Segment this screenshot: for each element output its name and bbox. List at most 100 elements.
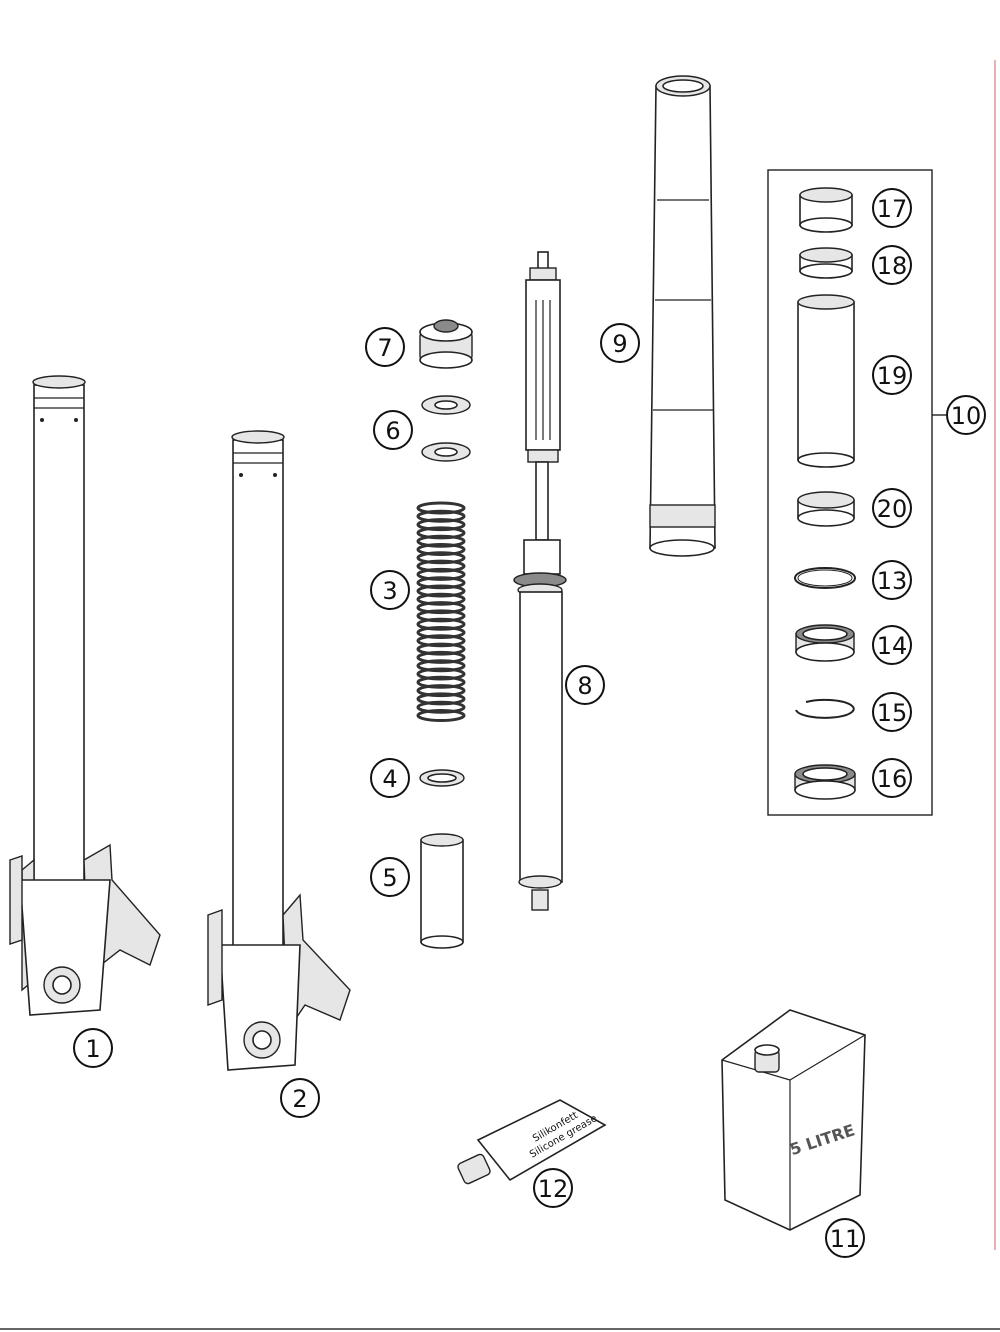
oil-canister-11: 5 LITRE bbox=[721, 1009, 866, 1231]
spring-coil bbox=[416, 617, 466, 631]
spring-coil bbox=[416, 559, 466, 573]
callout-circle bbox=[370, 758, 410, 798]
ring-4 bbox=[419, 769, 465, 787]
callout-circle bbox=[872, 355, 912, 395]
callout-circle bbox=[872, 245, 912, 285]
top-cap-7 bbox=[419, 319, 473, 369]
spring-coil bbox=[416, 659, 466, 673]
callout-number: 20 bbox=[877, 495, 908, 523]
callout-1: 1 bbox=[73, 1028, 113, 1068]
callout-number: 4 bbox=[382, 765, 397, 793]
callout-circle bbox=[373, 410, 413, 450]
callout-circle bbox=[872, 692, 912, 732]
spring-coil bbox=[416, 584, 466, 598]
callout-16: 16 bbox=[872, 758, 912, 798]
spring-coil bbox=[416, 501, 466, 515]
callout-number: 17 bbox=[877, 195, 908, 223]
spring-coil bbox=[416, 509, 466, 523]
callout-circle bbox=[872, 560, 912, 600]
callout-14: 14 bbox=[872, 625, 912, 665]
seal-14 bbox=[795, 624, 855, 662]
grease-tube-12: Silikonfett Silicone grease bbox=[457, 1099, 607, 1185]
spring-coil bbox=[416, 667, 466, 681]
callout-number: 14 bbox=[877, 632, 908, 660]
callout-number: 6 bbox=[385, 417, 400, 445]
kit-bracket-10 bbox=[767, 169, 933, 816]
spring-coil bbox=[416, 634, 466, 648]
callout-number: 5 bbox=[382, 864, 397, 892]
callout-13: 13 bbox=[872, 560, 912, 600]
spring-coil bbox=[416, 601, 466, 615]
callout-number: 18 bbox=[877, 252, 908, 280]
o-ring-13 bbox=[794, 567, 856, 589]
callout-circle bbox=[872, 188, 912, 228]
fork-leg-2 bbox=[207, 430, 351, 1071]
callout-circle bbox=[533, 1168, 573, 1208]
spring-coil bbox=[416, 567, 466, 581]
sleeve-19 bbox=[797, 294, 855, 468]
callout-circle bbox=[872, 758, 912, 798]
callout-circle bbox=[73, 1028, 113, 1068]
spring-coil bbox=[416, 592, 466, 606]
callout-circle bbox=[825, 1218, 865, 1258]
callout-number: 12 bbox=[538, 1175, 569, 1203]
spring-coil bbox=[416, 675, 466, 689]
callout-10: 10 bbox=[946, 395, 986, 435]
bushing-17 bbox=[799, 187, 853, 233]
callout-11: 11 bbox=[825, 1218, 865, 1258]
callout-circle bbox=[872, 625, 912, 665]
callout-3: 3 bbox=[370, 570, 410, 610]
callout-5: 5 bbox=[370, 857, 410, 897]
callout-7: 7 bbox=[365, 327, 405, 367]
spring-3 bbox=[416, 501, 466, 722]
spring-coil bbox=[416, 700, 466, 714]
callout-2: 2 bbox=[280, 1078, 320, 1118]
callout-number: 8 bbox=[577, 672, 592, 700]
callout-circle bbox=[370, 570, 410, 610]
callout-circle bbox=[946, 395, 986, 435]
callout-20: 20 bbox=[872, 488, 912, 528]
callout-number: 10 bbox=[951, 402, 982, 430]
cartridge-8 bbox=[513, 251, 567, 911]
spring-coil bbox=[416, 551, 466, 565]
callout-number: 19 bbox=[877, 362, 908, 390]
spring-coil bbox=[416, 692, 466, 706]
callout-number: 11 bbox=[830, 1225, 861, 1253]
callout-number: 1 bbox=[85, 1035, 100, 1063]
spring-coil bbox=[416, 650, 466, 664]
callout-9: 9 bbox=[600, 323, 640, 363]
callout-circle bbox=[565, 665, 605, 705]
callout-number: 3 bbox=[382, 577, 397, 605]
spring-coil bbox=[416, 526, 466, 540]
spring-coil bbox=[416, 609, 466, 623]
callout-number: 15 bbox=[877, 699, 908, 727]
callout-12: 12 bbox=[533, 1168, 573, 1208]
circlip-15 bbox=[795, 698, 855, 719]
callout-circle bbox=[365, 327, 405, 367]
spring-coil bbox=[416, 518, 466, 532]
callout-circle bbox=[872, 488, 912, 528]
spring-coil bbox=[416, 626, 466, 639]
spring-coil bbox=[416, 543, 466, 556]
callout-circle bbox=[370, 857, 410, 897]
callout-number: 2 bbox=[292, 1085, 307, 1113]
callout-8: 8 bbox=[565, 665, 605, 705]
callout-4: 4 bbox=[370, 758, 410, 798]
bushing-20 bbox=[797, 491, 855, 527]
callout-circle bbox=[280, 1078, 320, 1118]
callout-17: 17 bbox=[872, 188, 912, 228]
washers-6 bbox=[421, 395, 471, 462]
spring-coil bbox=[416, 576, 466, 590]
callout-15: 15 bbox=[872, 692, 912, 732]
callout-circle bbox=[600, 323, 640, 363]
spring-coil bbox=[416, 534, 466, 548]
outer-tube-9 bbox=[649, 75, 716, 557]
callout-18: 18 bbox=[872, 245, 912, 285]
callout-number: 13 bbox=[877, 567, 908, 595]
spring-coil bbox=[416, 642, 466, 656]
spring-coil bbox=[416, 684, 466, 698]
fork-leg-1 bbox=[9, 375, 161, 1016]
callout-number: 9 bbox=[612, 330, 627, 358]
